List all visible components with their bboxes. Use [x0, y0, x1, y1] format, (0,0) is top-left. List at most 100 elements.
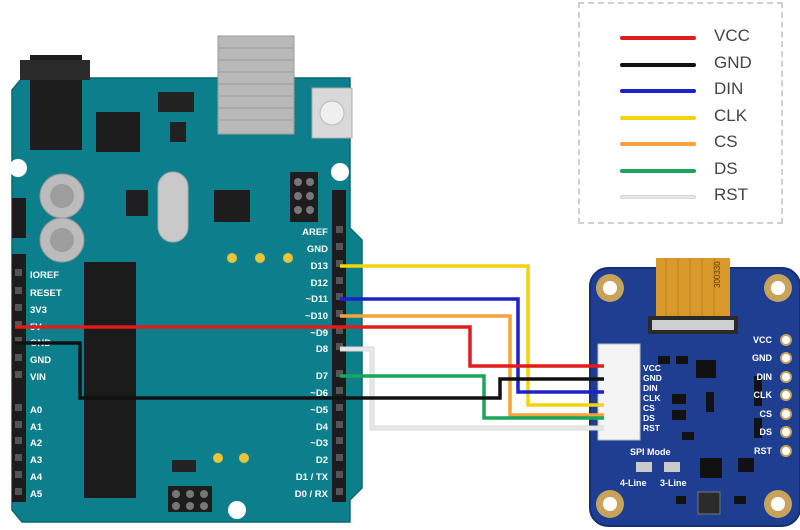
- arduino-left-pin: [15, 287, 22, 294]
- arduino-right-pin: [336, 488, 343, 495]
- arduino-left-pin-label: A1: [30, 422, 43, 433]
- module-side-pin: [780, 445, 792, 457]
- module-connector-pin-label: CS: [643, 403, 655, 413]
- arduino-left-pin: [15, 337, 22, 344]
- arduino-right-pin: [336, 226, 343, 233]
- arduino-left-pin-label: A0: [30, 405, 42, 416]
- module-side-pin: [780, 352, 792, 364]
- wire-gnd: [15, 341, 604, 400]
- legend-swatch: [620, 168, 696, 173]
- legend-swatch: [620, 36, 696, 40]
- module-side-pin: [780, 426, 792, 438]
- arduino-right-pin-labels: AREFGNDD13D12~D11~D10~D9D8D7~D6~D5D4~D3D…: [295, 226, 343, 500]
- module-side-pin-label: DIN: [757, 372, 773, 382]
- arduino-left-pin-label: A2: [30, 438, 42, 449]
- arduino-left-pin-label: RESET: [30, 288, 62, 299]
- arduino-right-pin: [336, 387, 343, 394]
- legend-item-cs: CS: [580, 130, 781, 156]
- usb-connector: [217, 35, 295, 135]
- legend-swatch: [620, 142, 696, 146]
- fpc-ribbon: [656, 258, 730, 322]
- arduino-right-pin: [336, 243, 343, 250]
- module-side-pin-label: GND: [752, 353, 773, 363]
- arduino-right-pin-label: ~D9: [310, 328, 328, 339]
- wires: [15, 264, 604, 431]
- arduino-left-pin: [15, 471, 22, 478]
- sh-connector: [597, 343, 641, 441]
- arduino-left-pin-label: 3V3: [30, 305, 47, 316]
- legend-label: CS: [714, 132, 738, 151]
- module-side-pin: [780, 408, 792, 420]
- arduino-right-pin-label: AREF: [302, 227, 328, 238]
- arduino-left-pin-label: A4: [30, 472, 43, 483]
- legend-swatch: [620, 62, 696, 67]
- arduino-right-pin-label: D4: [316, 422, 329, 433]
- module-side-pin: [780, 334, 792, 346]
- arduino-left-pin: [15, 321, 22, 328]
- module-side-pin: [780, 371, 792, 383]
- arduino-right-pin: [336, 343, 343, 350]
- arduino-right-pin-label: D1 / TX: [296, 472, 329, 483]
- legend-item-gnd: GND: [580, 51, 781, 77]
- arduino-left-pin-label: VIN: [30, 372, 46, 383]
- arduino-right-pin-label: ~D11: [306, 294, 329, 305]
- arduino-right-pin: [336, 471, 343, 478]
- arduino-left-pin: [15, 371, 22, 378]
- module-side-pin: [780, 389, 792, 401]
- wire-rst: [340, 347, 604, 430]
- module-connector-pin-label: RST: [643, 423, 661, 433]
- arduino-right-pin-label: GND: [307, 244, 328, 255]
- arduino-right-pin-label: ~D3: [310, 438, 328, 449]
- legend-item-din: DIN: [580, 77, 781, 103]
- module-connector-pin-label: GND: [643, 373, 662, 383]
- legend-label: CLK: [714, 105, 748, 125]
- lcd-module-board: 300330 SPI Mode 4-Line 3-Line: [589, 258, 800, 527]
- arduino-right-pin: [336, 404, 343, 411]
- arduino-right-pin-label: ~D10: [305, 311, 328, 322]
- arduino-left-pin-label: A5: [30, 489, 43, 500]
- arduino-right-pin-label: D7: [316, 371, 328, 382]
- arduino-board: [9, 35, 363, 523]
- arduino-left-pin-label: A3: [30, 455, 42, 466]
- arduino-right-pin-label: ~D6: [310, 388, 328, 399]
- module-side-pin-label: DS: [759, 427, 772, 437]
- fpc-code: 300330: [713, 261, 722, 288]
- module-side-pin-label: CS: [759, 409, 772, 419]
- arduino-right-pin-label: D12: [311, 278, 328, 289]
- arduino-right-pin-label: ~D5: [310, 405, 328, 416]
- module-side-pin-label: RST: [754, 446, 773, 456]
- module-side-pin-label: VCC: [753, 335, 773, 345]
- arduino-right-pin: [336, 260, 343, 267]
- legend-swatch: [620, 115, 696, 120]
- legend-label: GND: [714, 52, 752, 72]
- arduino-left-pin: [15, 437, 22, 444]
- legend-swatch: [620, 195, 696, 199]
- module-connector-pin-label: CLK: [643, 393, 661, 403]
- arduino-right-pin-label: D8: [316, 344, 328, 355]
- legend-item-clk: CLK: [580, 104, 781, 130]
- arduino-left-pin: [15, 354, 22, 361]
- module-connector-pin-label: DIN: [643, 383, 658, 393]
- legend-label: DS: [714, 158, 738, 178]
- arduino-right-pin: [336, 437, 343, 444]
- arduino-right-pin: [336, 327, 343, 334]
- spi-mode-title: SPI Mode: [630, 447, 671, 457]
- legend-label: VCC: [714, 26, 750, 45]
- arduino-left-pin: [15, 269, 22, 276]
- arduino-left-pin-label: GND: [30, 355, 51, 366]
- crystal: [157, 171, 189, 243]
- arduino-left-pin: [15, 454, 22, 461]
- legend-swatch: [620, 89, 696, 93]
- arduino-left-pin: [15, 404, 22, 411]
- legend-item-vcc: VCC: [580, 24, 781, 50]
- arduino-left-pin: [15, 488, 22, 495]
- legend-item-rst: RST: [580, 183, 781, 209]
- legend-label: DIN: [714, 79, 744, 98]
- arduino-left-pin-label: IOREF: [30, 270, 59, 281]
- wire-din: [340, 297, 604, 394]
- legend-item-ds: DS: [580, 157, 781, 183]
- arduino-right-pin: [336, 277, 343, 284]
